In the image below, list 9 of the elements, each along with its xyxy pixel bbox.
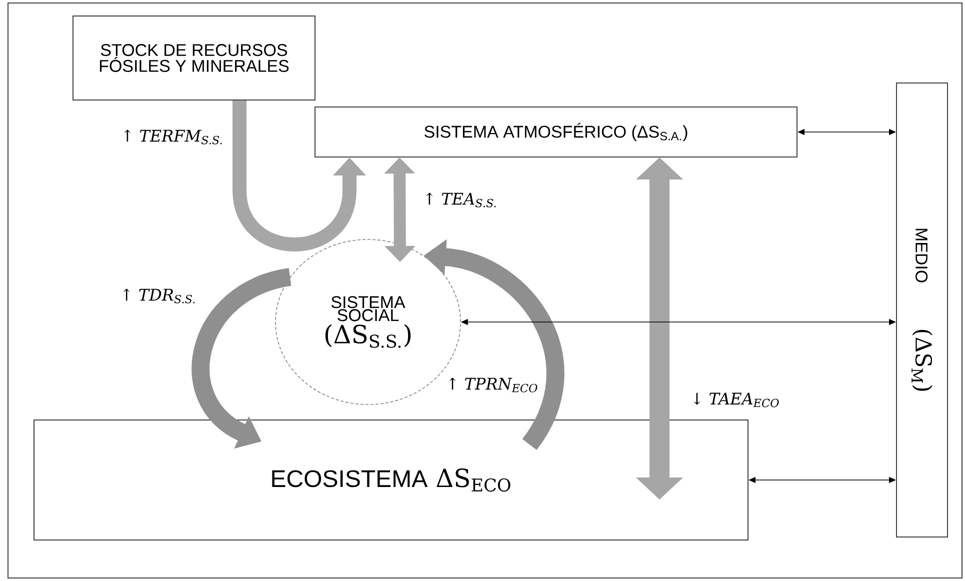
environment-box: MEDIO (ΔS$_{M}$) bbox=[896, 82, 948, 538]
edge-label: ↑ TDR$_{S.S.}$ bbox=[123, 288, 195, 304]
edge-label: ↑ TPRN$_{ECO}$ bbox=[449, 378, 538, 392]
atmosphere-box: SISTEMA ATMOSFÉRICO (ΔS$_{S.A.}$) bbox=[314, 106, 798, 158]
edge-label: ↑ TEA$_{S.S.}$ bbox=[426, 192, 496, 208]
edge-label: ↓ TAEA$_{ECO}$ bbox=[694, 392, 779, 408]
ecosystem-box: ECOSISTEMA ΔS$_{ECO}$ bbox=[34, 420, 748, 540]
stock-box: STOCK DE RECURSOS FÓSILES Y MINERALES bbox=[72, 16, 316, 100]
edge-label: ↑ TERFM$_{S.S.}$ bbox=[124, 130, 222, 144]
